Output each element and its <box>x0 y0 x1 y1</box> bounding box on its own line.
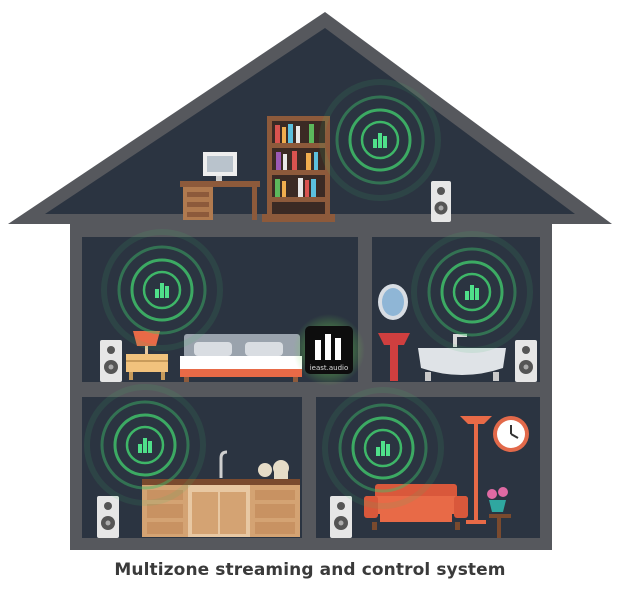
kitchen-cabinets <box>142 450 300 537</box>
zone-ring <box>452 272 492 312</box>
streaming-bars-icon <box>376 441 390 456</box>
speaker-living <box>330 496 352 538</box>
zone-ring <box>84 384 206 506</box>
zone-ring <box>411 231 533 353</box>
streaming-bars-icon <box>373 133 387 148</box>
zone-ring <box>440 260 504 324</box>
zone-ring <box>142 270 182 310</box>
zone-bathroom <box>411 231 533 353</box>
zone-living-room <box>322 387 444 509</box>
plant-stand <box>487 487 511 538</box>
bedside-lamp-table <box>126 331 168 380</box>
zone-ring <box>100 400 190 490</box>
streaming-bars-icon <box>155 283 169 298</box>
zone-kitchen <box>84 384 206 506</box>
zone-ring <box>427 247 517 337</box>
zone-ring <box>130 258 194 322</box>
bathroom-mirror-sink <box>378 284 410 381</box>
speaker-kitchen <box>97 496 119 538</box>
zone-ring <box>363 428 403 468</box>
streaming-bars-icon <box>138 438 152 453</box>
zone-bedroom <box>101 229 223 351</box>
zone-ring <box>360 120 400 160</box>
speaker-bedroom <box>100 340 122 382</box>
zone-attic-study <box>319 79 441 201</box>
floor-lamp <box>460 416 492 524</box>
zone-ring <box>101 229 223 351</box>
zone-ring <box>113 413 177 477</box>
zone-ring <box>322 387 444 509</box>
speaker-bathroom <box>515 340 537 382</box>
attic-desk <box>180 152 260 220</box>
zone-ring <box>348 108 412 172</box>
bed <box>180 334 302 382</box>
streaming-bars-icon <box>465 285 479 300</box>
speaker-attic <box>431 181 451 222</box>
zone-ring <box>117 245 207 335</box>
zone-ring <box>125 425 165 465</box>
bathtub <box>418 334 506 381</box>
caption: Multizone streaming and control system <box>114 560 506 580</box>
zone-ring <box>338 403 428 493</box>
sofa <box>364 484 468 530</box>
zone-ring <box>335 95 425 185</box>
bookshelf <box>262 116 335 222</box>
hub-device: ieast.audio <box>293 314 365 386</box>
zone-ring <box>351 416 415 480</box>
zone-indicators <box>84 79 533 509</box>
wall-clock <box>493 416 529 452</box>
hub-logo-text: ieast.audio <box>310 364 349 372</box>
zone-ring <box>319 79 441 201</box>
